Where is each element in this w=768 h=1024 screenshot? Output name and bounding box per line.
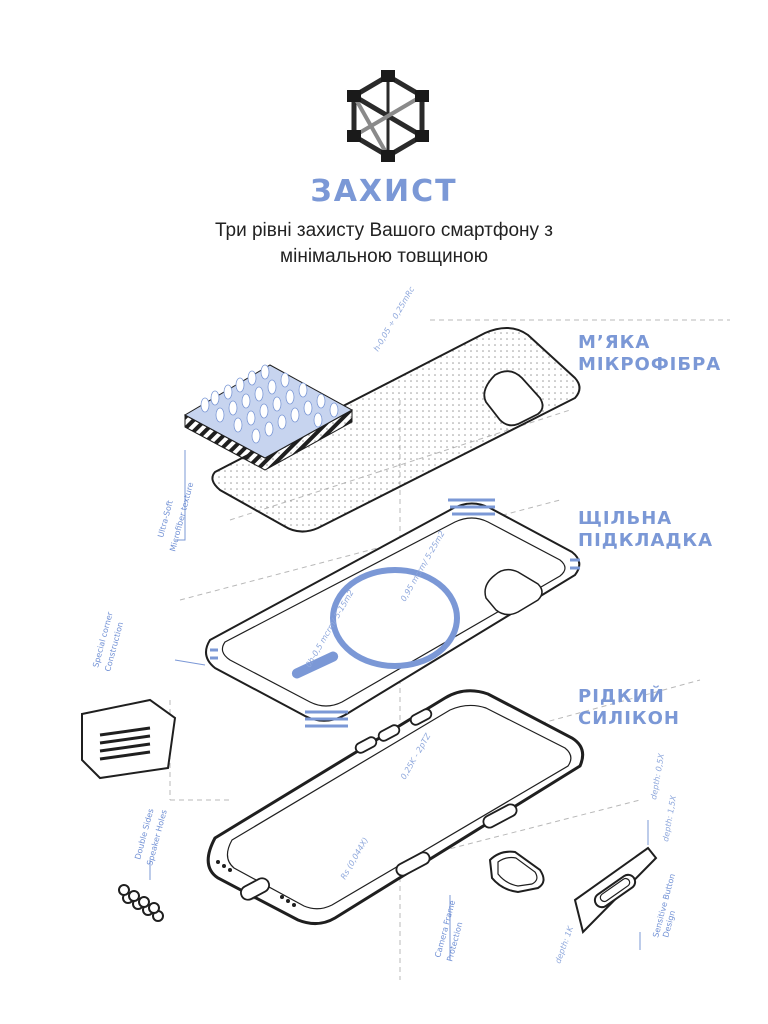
layer-label-line: СИЛІКОН (578, 708, 681, 729)
layer-label-line: РІДКИЙ (578, 686, 665, 707)
callout-microfiber-b: Microfiber texture (168, 481, 195, 552)
microfiber-layer (183, 327, 581, 533)
speaker-plug-detail (118, 884, 164, 922)
callout-leaders (149, 450, 649, 960)
fiber-texture (200, 364, 339, 444)
button-detail (573, 846, 658, 934)
padding-edge-stripes (210, 498, 580, 728)
page-title: ЗАХИСТ (310, 174, 458, 209)
layer-label-silicone: РІДКИЙ СИЛІКОН (578, 686, 680, 730)
dim-button-low: depth: 1K (553, 924, 575, 964)
layer-label-line: М’ЯКА (578, 332, 651, 353)
layer-label-microfiber: М’ЯКА МІКРОФІБРА (578, 332, 721, 376)
speaker-dots (216, 860, 296, 907)
page-subtitle: Три рівні захисту Вашого смартфону з мін… (134, 218, 634, 270)
layer-label-line: ЩІЛЬНА (578, 508, 673, 529)
silicone-layer (206, 689, 585, 925)
camera-ring (488, 850, 545, 894)
corner-detail (81, 698, 177, 780)
silicone-button-holes (240, 708, 518, 901)
subtitle-line-2: мінімальною товщиною (280, 246, 488, 267)
dim-button-mid: depth: 1,5X (661, 794, 678, 842)
layer-label-line: ПІДКЛАДКА (578, 530, 714, 551)
padding-layer (205, 498, 581, 728)
protection-logo-icon (347, 70, 429, 162)
subtitle-line-1: Три рівні захисту Вашого смартфону з (214, 220, 554, 241)
dim-fiber: h-0,05 ÷ 0,25mRc (372, 285, 417, 353)
layer-label-padding: ЩІЛЬНА ПІДКЛАДКА (578, 508, 713, 552)
layer-label-line: МІКРОФІБРА (578, 354, 722, 375)
dim-button-top: depth: 0,5X (649, 752, 666, 800)
